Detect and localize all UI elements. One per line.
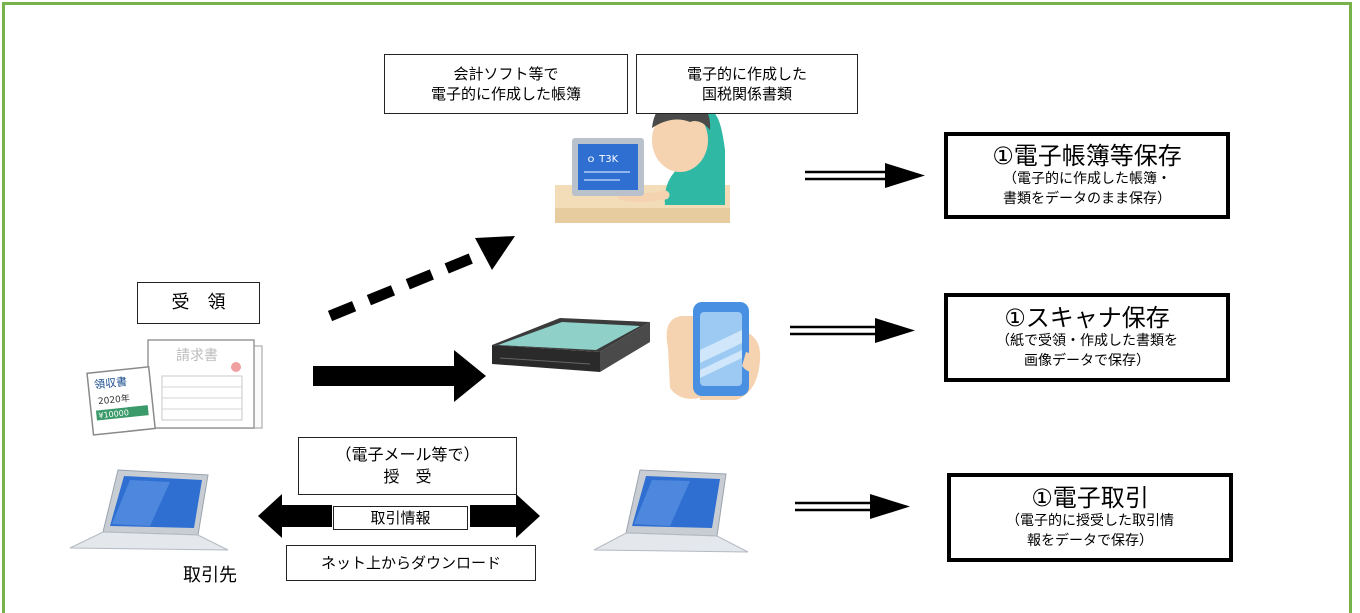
result-electronic-books-line2: 書類をデータのまま保存） [1003,190,1171,207]
tax-documents-label: 電子的に作成した 国税関係書類 [636,54,858,114]
email-exchange-line1: （電子メール等で） [335,445,480,465]
invoice-title: 請求書 [176,348,218,364]
partner-label: 取引先 [183,565,237,586]
receive-text: 受 領 [171,291,226,313]
double-arrow-3 [795,494,910,519]
result-electronic-transaction-line2: 報をデータで保存） [1027,532,1153,549]
software-books-line1: 会計ソフト等で [453,64,559,83]
receive-label: 受 領 [137,282,260,324]
right-arrow-to-own-laptop [470,494,540,538]
smartphone-illustration [666,302,761,400]
person-at-computer-illustration: ｏ T3K [555,99,730,223]
result-electronic-books: ①電子帳簿等保存 （電子的に作成した帳簿・ 書類をデータのまま保存） [944,132,1230,219]
own-laptop-illustration [593,469,749,553]
transaction-info-text: 取引情報 [370,508,431,527]
download-label: ネット上からダウンロード [286,545,536,581]
tax-documents-line2: 国税関係書類 [701,85,792,103]
receipt-year: 2020年 [97,392,130,407]
solid-arrow-to-scanner [313,350,486,402]
result-electronic-transaction: ①電子取引 （電子的に授受した取引情 報をデータで保存） [947,473,1233,562]
download-text: ネット上からダウンロード [320,553,501,572]
email-exchange-line2: 授 受 [383,467,432,486]
receipt-title: 領収書 [94,374,128,391]
scanner-illustration [492,318,650,372]
partner-laptop-illustration [69,469,229,551]
left-arrow-to-partner [258,494,332,538]
double-arrow-2 [790,318,915,343]
result-scanner-line2: 画像データで保存） [1024,352,1150,369]
receipt-amount: ¥10000 [98,408,129,420]
result-electronic-transaction-line1: （電子的に授受した取引情 [1006,513,1174,530]
result-scanner-title: ①スキャナ保存 [1004,303,1170,332]
result-electronic-books-line1: （電子的に作成した帳簿・ [1003,171,1171,188]
email-exchange-label: （電子メール等で） 授 受 [298,437,517,495]
software-books-label: 会計ソフト等で 電子的に作成した帳簿 [384,54,628,114]
result-scanner-line1: （紙で受領・作成した書類を [996,333,1178,350]
tax-documents-line1: 電子的に作成した [686,64,807,83]
transaction-info-label: 取引情報 [333,506,468,530]
result-electronic-transaction-title: ①電子取引 [1031,483,1149,512]
laptop-screen-text: ｏ T3K [586,154,619,165]
result-electronic-books-title: ①電子帳簿等保存 [992,141,1182,170]
documents-illustration: 請求書 領収書 2020年 ¥10000 [86,339,263,436]
dashed-arrow-to-computer [327,236,515,322]
software-books-line2: 電子的に作成した帳簿 [430,85,581,103]
result-scanner: ①スキャナ保存 （紙で受領・作成した書類を 画像データで保存） [944,293,1230,382]
double-arrow-1 [805,163,925,188]
